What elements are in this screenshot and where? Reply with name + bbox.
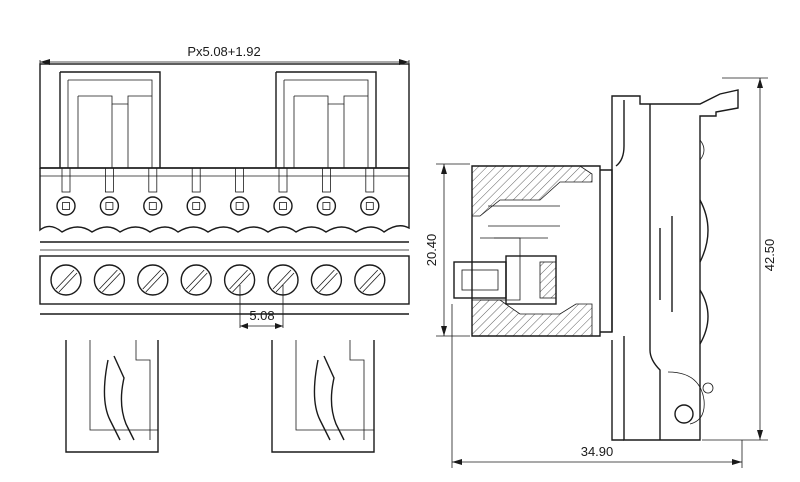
side-housing — [453, 165, 613, 337]
front-view: Px5.08+1.92 — [39, 44, 410, 453]
pin-8 — [360, 167, 380, 216]
screw-8 — [354, 264, 386, 296]
pin-3 — [143, 167, 163, 216]
depth-label: 34.90 — [581, 444, 614, 459]
pin-5 — [229, 167, 250, 216]
upper-latch-left — [59, 71, 161, 168]
lower-latch-right — [271, 340, 375, 453]
din-rail-adapter — [611, 89, 739, 441]
screw-group — [50, 264, 386, 296]
mount-hole — [674, 404, 694, 424]
pin-strip — [39, 167, 410, 233]
lower-latch-left — [65, 340, 159, 453]
pin-6 — [273, 167, 293, 216]
pin-1 — [56, 167, 76, 216]
front-height-dimension: 20.40 — [424, 163, 470, 337]
front-height-label: 20.40 — [424, 234, 439, 267]
total-height-label: 42.50 — [762, 239, 777, 272]
pin-group — [56, 167, 380, 216]
pitch-dimension: 5.08 — [239, 285, 284, 329]
pin-7 — [316, 167, 337, 216]
overall-width-label: Px5.08+1.92 — [187, 44, 260, 59]
upper-latch-right — [275, 71, 377, 168]
pin-4 — [186, 167, 206, 216]
screw-4 — [180, 264, 212, 296]
screw-1 — [50, 264, 82, 296]
screw-2 — [93, 264, 126, 296]
pitch-label: 5.08 — [249, 308, 274, 323]
screw-7 — [310, 264, 343, 296]
lower-housing — [39, 255, 410, 305]
pin-2 — [99, 167, 120, 216]
depth-dimension: 34.90 — [451, 304, 743, 468]
screw-3 — [137, 264, 169, 296]
total-height-dimension: 42.50 — [702, 77, 777, 441]
side-view: 20.40 — [424, 77, 777, 468]
overall-width-dimension: Px5.08+1.92 — [39, 44, 410, 72]
